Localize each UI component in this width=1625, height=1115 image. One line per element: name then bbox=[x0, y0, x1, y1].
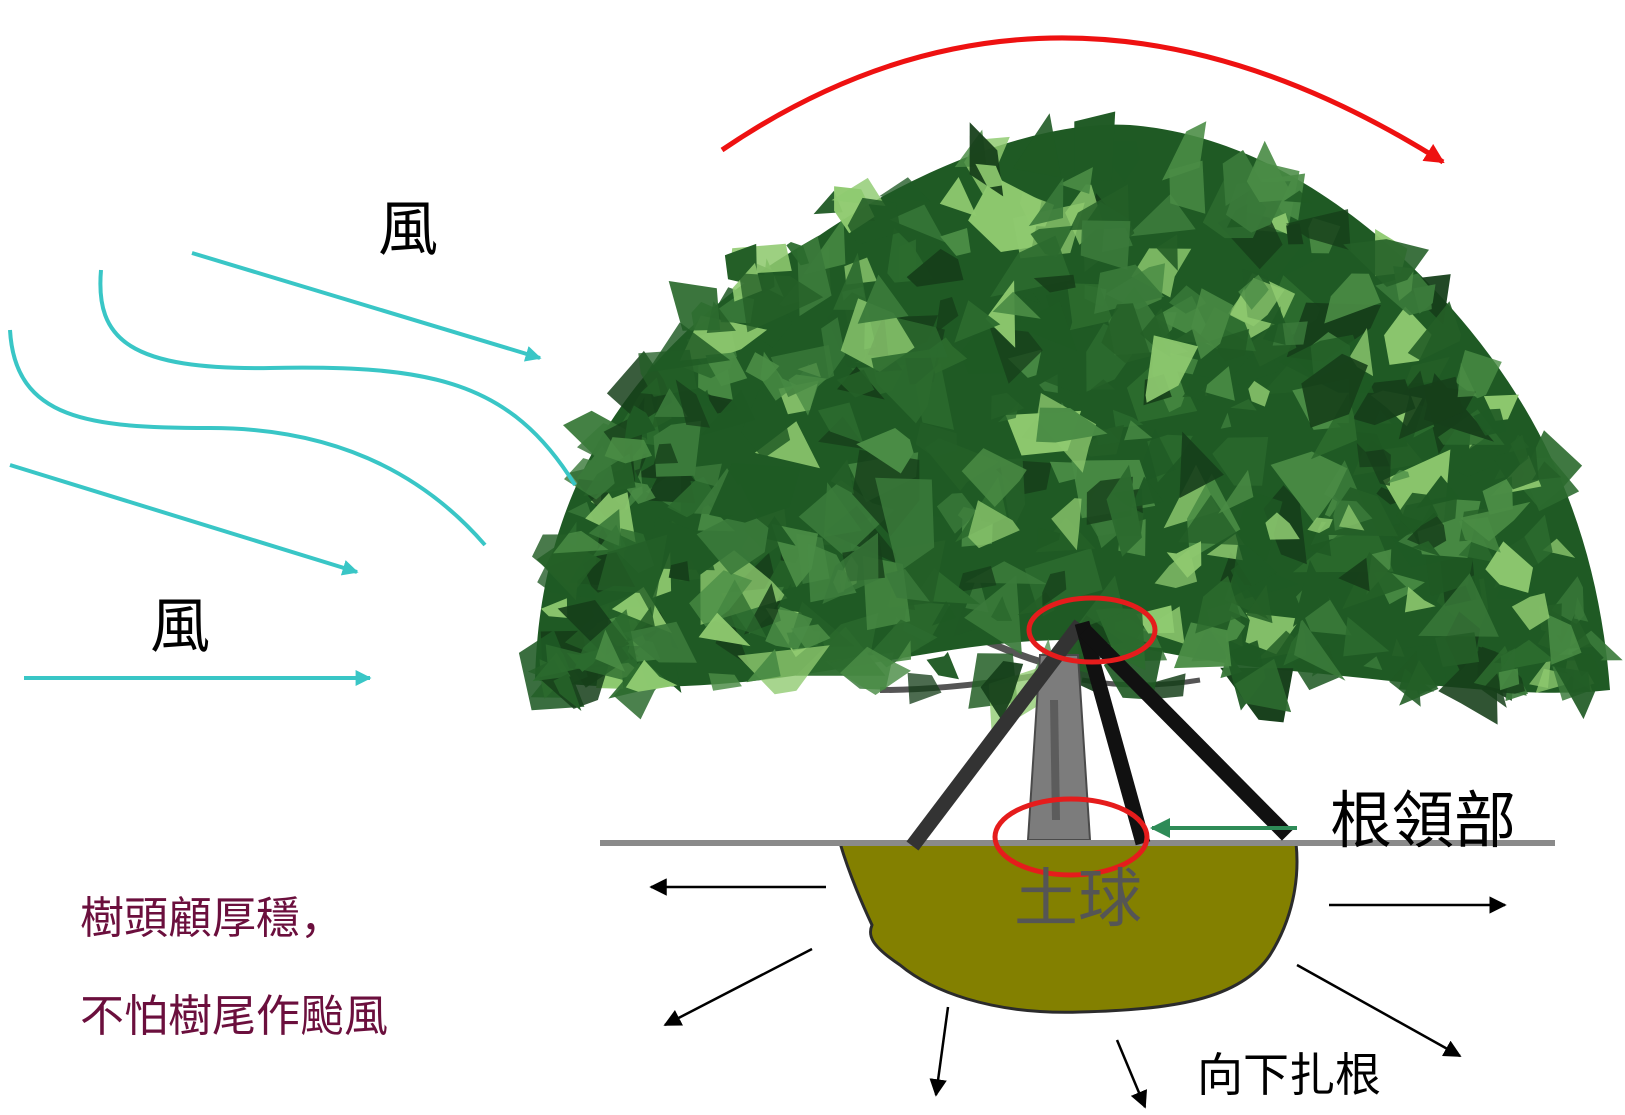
tree-illustration bbox=[518, 111, 1623, 841]
wind-label-lower: 風 bbox=[150, 592, 210, 662]
soil-ball bbox=[837, 841, 1299, 1014]
crown-sway-arrow bbox=[720, 35, 1445, 165]
root-arrow-down-1 bbox=[929, 1006, 950, 1097]
wind-label-upper: 風 bbox=[378, 195, 438, 265]
root-arrow-lower-left bbox=[663, 947, 813, 1027]
root-arrow-down-2 bbox=[1115, 1039, 1148, 1109]
root-downward-label: 向下扎根 bbox=[1197, 1048, 1381, 1102]
tree-foliage bbox=[518, 111, 1623, 734]
proverb-line-2: 不怕樹尾作颱風 bbox=[80, 991, 388, 1042]
root-collar-label: 根領部 bbox=[1330, 784, 1517, 857]
root-collar-highlight bbox=[992, 796, 1150, 878]
wind-arrow-icon bbox=[98, 269, 577, 487]
support-stake-left bbox=[906, 619, 1087, 851]
root-arrow-lower-right bbox=[1296, 963, 1462, 1058]
trunk-top-highlight bbox=[1026, 595, 1158, 665]
wind-arrow-icon bbox=[191, 251, 542, 362]
wind-arrow-icon bbox=[8, 329, 487, 547]
proverb-line-1: 樹頭顧厚穩， bbox=[80, 893, 344, 944]
wind-arrow-icon bbox=[9, 463, 359, 576]
support-stake-right bbox=[1079, 625, 1293, 841]
soil-ball-label: 土球 bbox=[1014, 863, 1142, 937]
